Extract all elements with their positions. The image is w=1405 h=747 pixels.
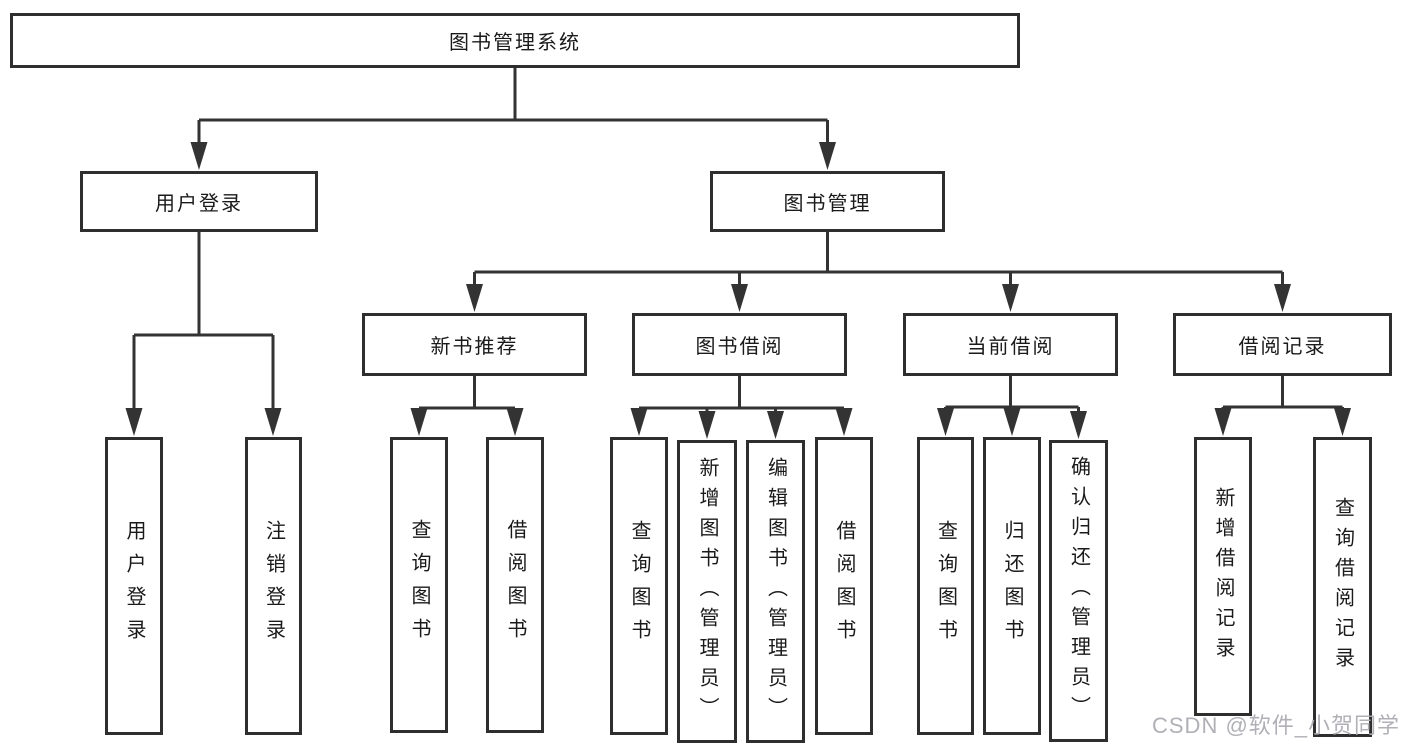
leaf-user-login: 用户登录 (105, 437, 163, 735)
node-user-login: 用户登录 (80, 171, 318, 232)
leaf-label: 确认归还（管理员） (1067, 456, 1090, 726)
leaf-add-borrow-record: 新增借阅记录 (1194, 437, 1252, 716)
leaf-query-books-recommend: 查询图书 (390, 437, 448, 733)
leaf-label: 查询图书 (408, 519, 430, 651)
leaf-confirm-return-admin: 确认归还（管理员） (1049, 440, 1108, 742)
node-book-management: 图书管理 (710, 171, 945, 232)
leaf-borrow-books-borrow: 借阅图书 (815, 437, 873, 735)
rail-current-borrow (945, 376, 1079, 409)
leaf-label: 查询图书 (934, 520, 957, 652)
leaf-add-book-admin: 新增图书（管理员） (677, 440, 737, 743)
node-book-borrow: 图书借阅 (632, 313, 847, 376)
leaf-label: 借阅图书 (504, 519, 526, 651)
leaf-label: 归还图书 (1001, 520, 1023, 652)
node-label: 借阅记录 (1238, 336, 1327, 358)
rail-level2 (199, 68, 828, 122)
leaf-label: 注销登录 (262, 520, 285, 652)
leaf-label: 查询图书 (628, 520, 650, 652)
leaf-query-borrow-record: 查询借阅记录 (1313, 437, 1372, 737)
leaf-label: 用户登录 (123, 520, 145, 652)
node-label: 当前借阅 (966, 336, 1055, 358)
node-label: 图书管理 (783, 193, 872, 215)
rail-book-management (474, 232, 1283, 274)
leaf-borrow-books-recommend: 借阅图书 (486, 437, 544, 733)
leaf-return-books: 归还图书 (983, 437, 1041, 735)
node-label: 新书推荐 (430, 336, 519, 358)
node-library-management-system: 图书管理系统 (10, 13, 1020, 68)
rail-book-borrow (639, 376, 844, 410)
watermark: CSDN @软件_小贺同学 (1152, 713, 1401, 738)
node-borrow-records: 借阅记录 (1173, 313, 1392, 376)
node-label: 图书借阅 (695, 336, 784, 358)
node-label: 用户登录 (155, 193, 243, 215)
node-new-book-recommend: 新书推荐 (362, 313, 587, 376)
arrowheads (125, 142, 1351, 439)
leaf-query-books-current: 查询图书 (917, 437, 974, 735)
leaf-label: 查询借阅记录 (1331, 497, 1354, 677)
leaf-label: 编辑图书（管理员） (764, 456, 787, 727)
node-label: 图书管理系统 (449, 32, 581, 54)
leaf-logout: 注销登录 (245, 437, 302, 735)
leaf-label: 新增借阅记录 (1212, 486, 1234, 667)
leaf-query-books-borrow: 查询图书 (610, 437, 668, 735)
rail-user-login (134, 232, 273, 337)
rail-borrow-records (1223, 376, 1343, 409)
node-current-borrow: 当前借阅 (903, 313, 1118, 376)
leaf-label: 借阅图书 (833, 520, 855, 652)
rail-new-book (419, 376, 515, 410)
leaf-label: 新增图书（管理员） (696, 456, 718, 727)
leaf-edit-book-admin: 编辑图书（管理员） (746, 440, 805, 743)
